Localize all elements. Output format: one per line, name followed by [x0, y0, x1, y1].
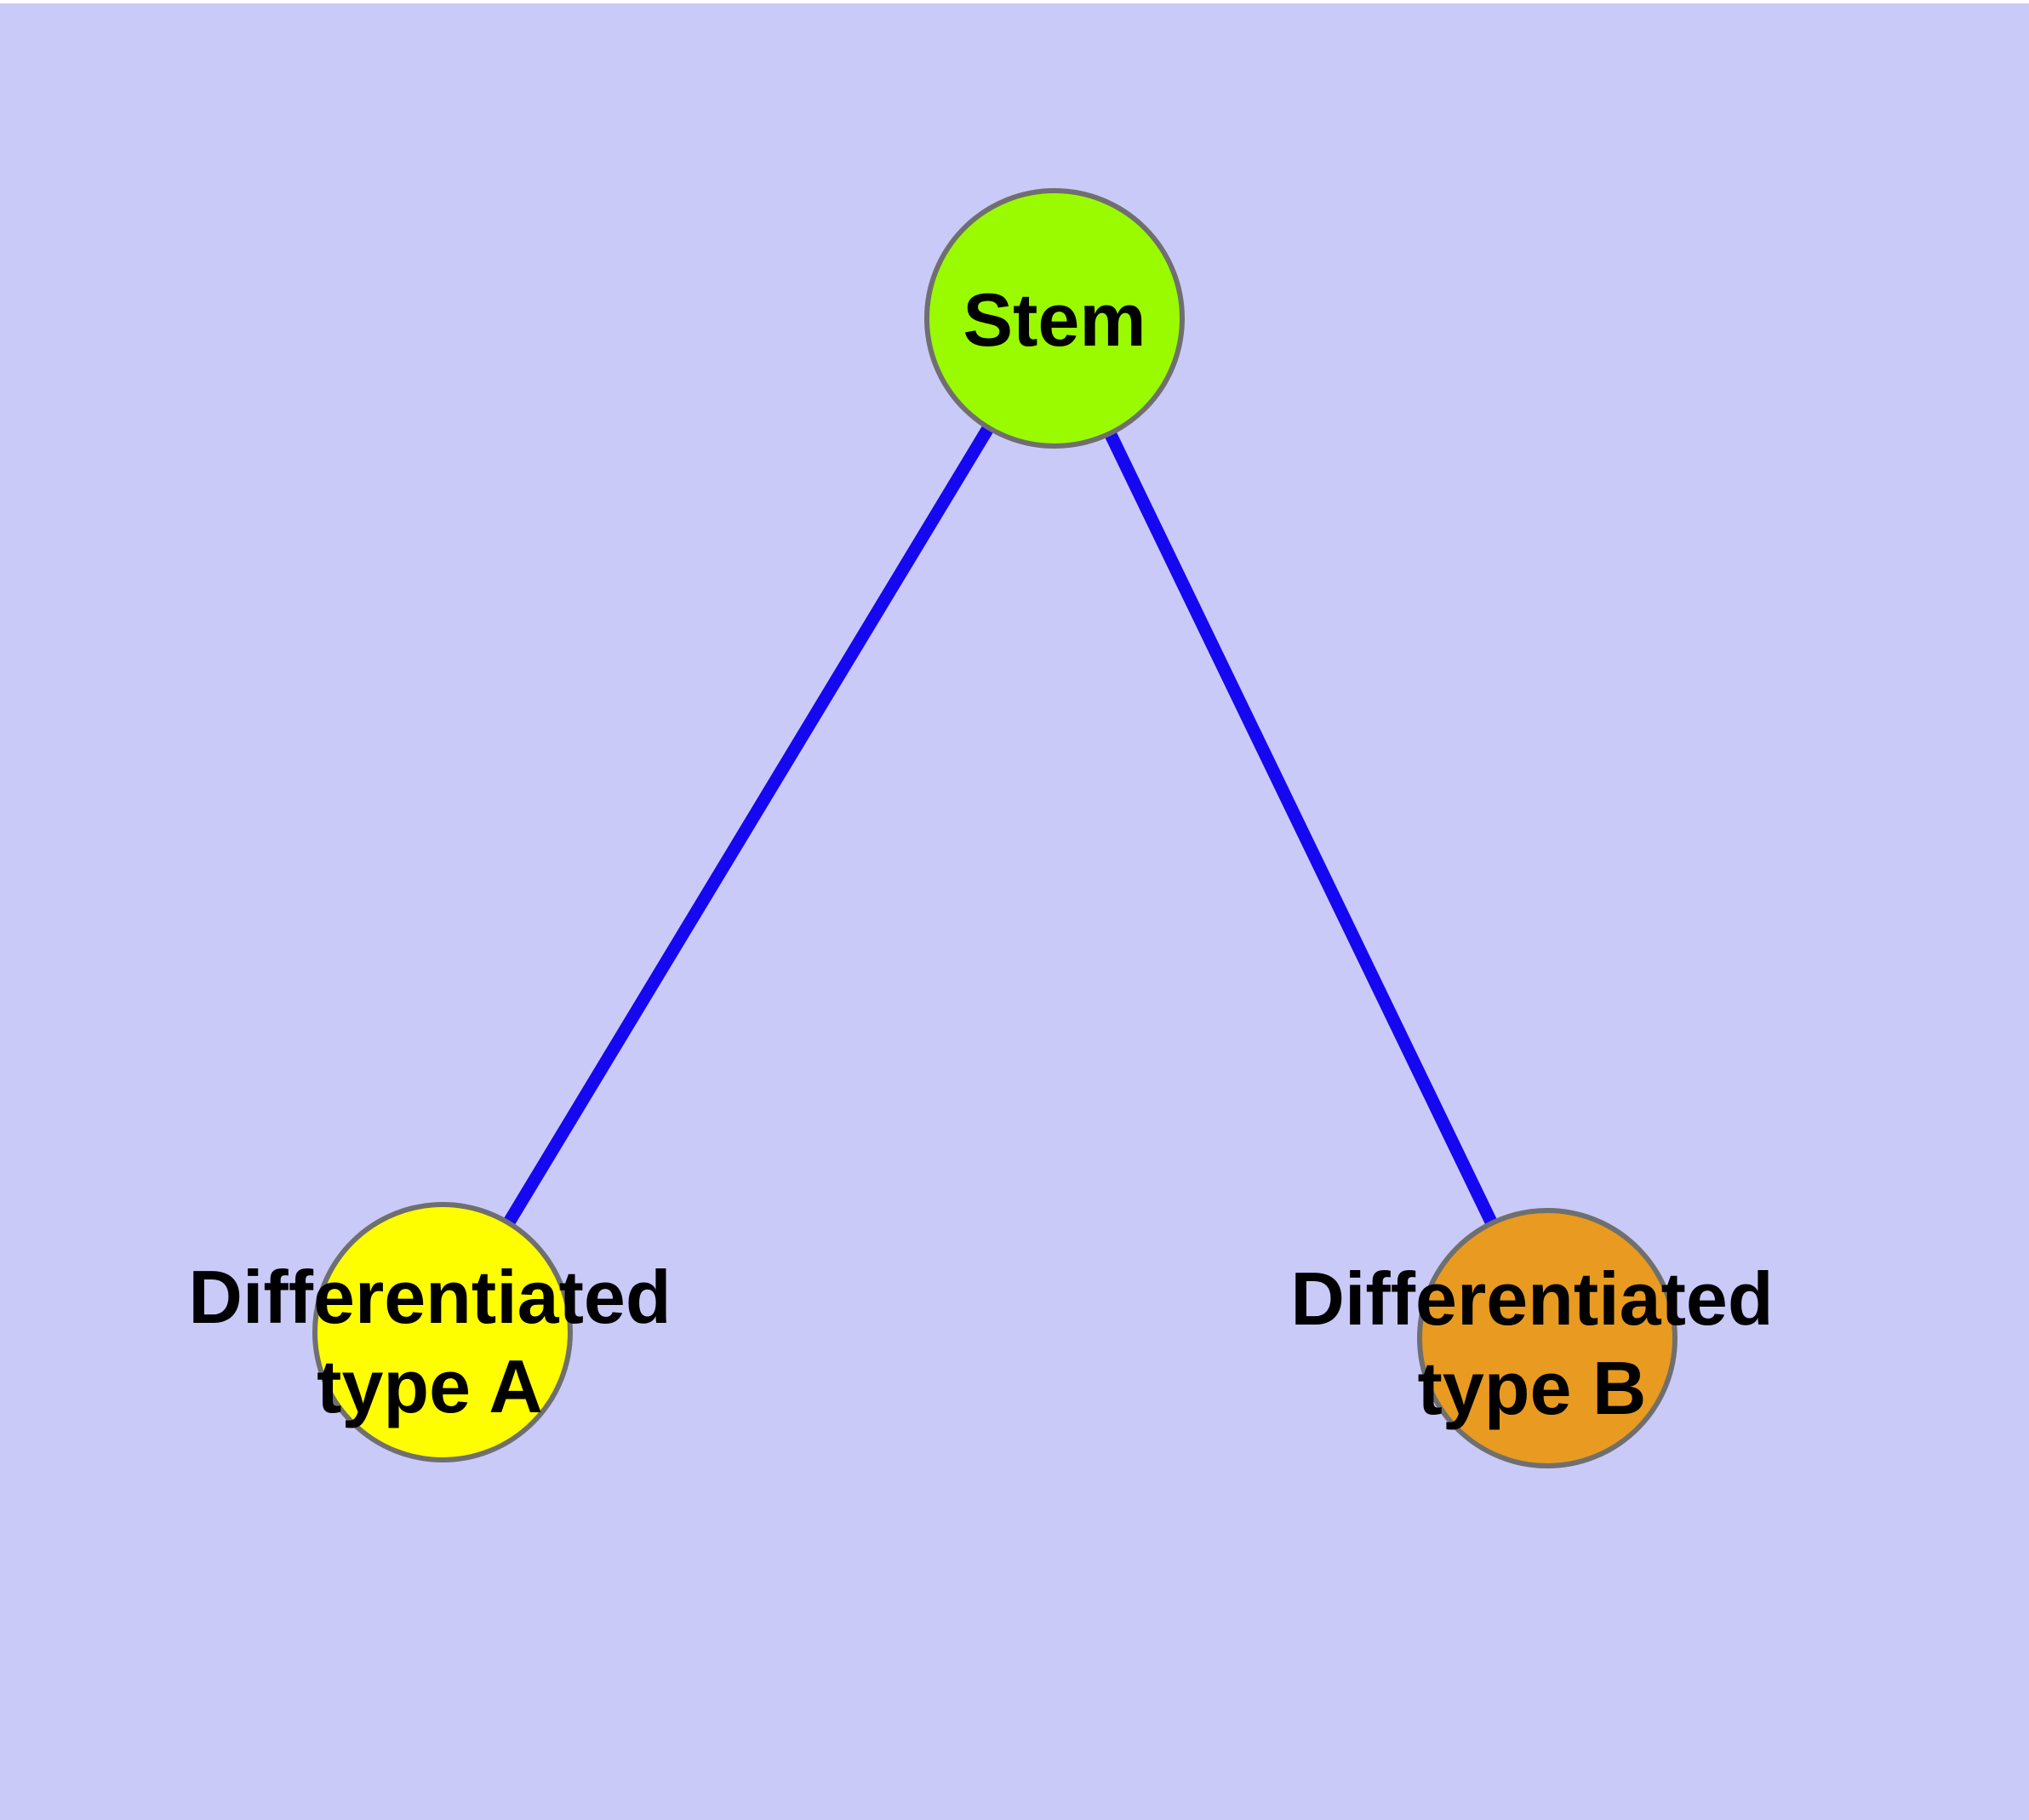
node-type-b-circle — [1417, 1208, 1677, 1468]
node-stem-label: Stem — [963, 278, 1146, 362]
node-type-a-label-line2: type A — [317, 1344, 543, 1428]
node-type-b-label-line1: Differentiated — [1290, 1256, 1773, 1341]
top-white-strip — [0, 0, 2029, 3]
node-type-b-label-line2: type B — [1418, 1346, 1647, 1430]
edge-stem-to-type-b — [1049, 315, 1553, 1342]
edge-stem-to-type-a — [437, 315, 1060, 1336]
node-stem-circle — [924, 188, 1185, 449]
node-type-a-circle — [312, 1202, 573, 1462]
node-type-a-label-line1: Differentiated — [188, 1255, 671, 1339]
